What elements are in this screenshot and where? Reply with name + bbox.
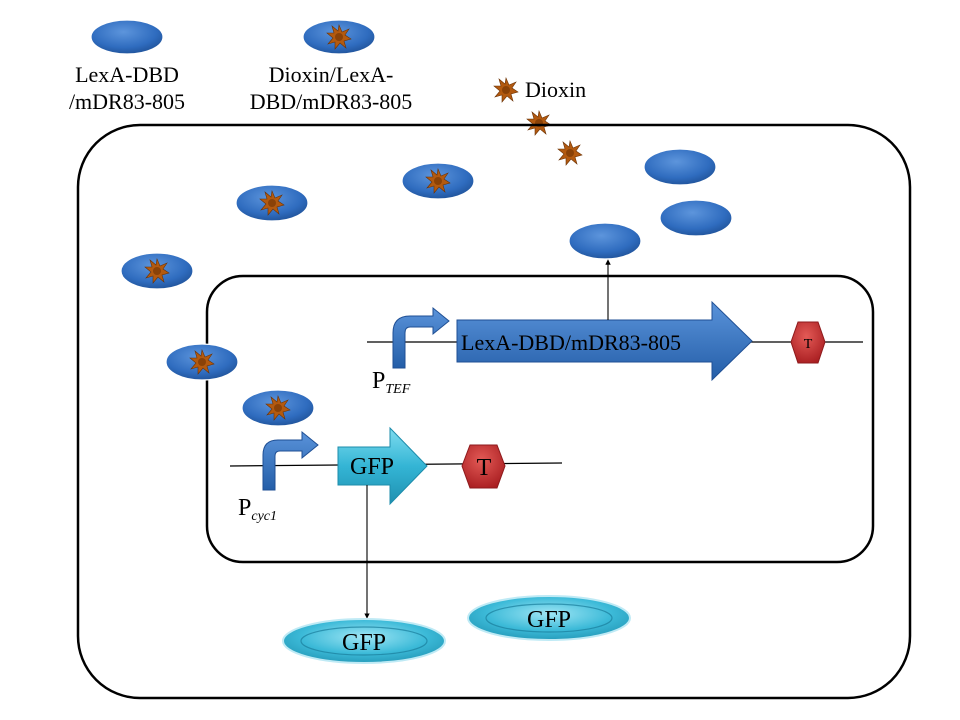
protein-ellipse [659,199,733,237]
legend-protein-ellipse [90,19,164,55]
legend-complex-label-line1: Dioxin/LexA- [269,62,394,87]
gene-arrow-icon [337,426,428,506]
nucleus-boundary [205,274,875,564]
promoter-arrow-icon [262,430,319,491]
gene-gfp-label: GFP [350,454,394,480]
dioxin-icon [557,140,583,166]
gfp-protein-b-label: GFP [527,607,571,633]
promoter-cyc1-label: Pcyc1 [238,495,277,524]
gfp-protein-a-label: GFP [342,630,386,656]
terminator-icon [461,444,506,489]
legend-protein-label-line1: LexA-DBD [75,62,179,87]
gfp-protein-b: GFP [467,595,631,641]
gfp-protein-a: GFP [282,618,446,664]
gene-arrow-icon [456,300,753,382]
gene-lexa-label: LexA-DBD/mDR83-805 [461,330,681,355]
promoter-tef-label: PTEF [372,368,411,397]
protein-ellipse [568,222,642,260]
dioxin-icon [526,110,552,136]
terminator-label-1: T [804,337,813,352]
terminator-icon [790,321,826,364]
protein-ellipse [643,148,717,186]
cell-boundary [76,123,912,700]
dioxin-icon [493,77,519,103]
promoter-arrow-icon [392,306,450,369]
legend-dioxin-label: Dioxin [525,77,586,102]
legend-complex-label-line2: DBD/mDR83-805 [250,89,413,114]
legend-protein-label-line2: /mDR83-805 [69,89,185,114]
terminator-label-2: T [477,455,492,481]
